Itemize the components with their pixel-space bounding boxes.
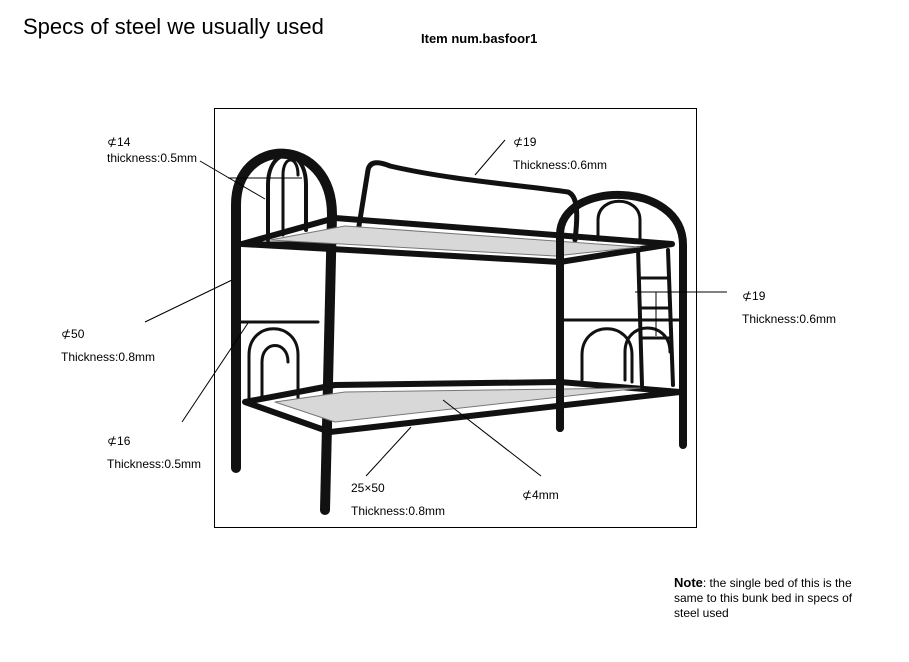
spec-mesh-diameter: ⊄4mm bbox=[522, 488, 559, 502]
spec-frame: 25×50 Thickness:0.8mm bbox=[351, 477, 445, 523]
top-guard-rail bbox=[355, 160, 580, 243]
spec-lower-left-diameter: ⊄16 bbox=[107, 434, 131, 448]
spec-post-diameter: ⊄50 bbox=[61, 327, 85, 341]
spec-top-rail: ⊄19 Thickness:0.6mm bbox=[513, 131, 607, 177]
spec-right-ladder: ⊄19 Thickness:0.6mm bbox=[742, 285, 836, 331]
spec-post: ⊄50 Thickness:0.8mm bbox=[61, 323, 155, 369]
right-headboard-inner-arch bbox=[596, 199, 642, 242]
right-lower-arch-2 bbox=[623, 326, 672, 382]
callout-line-post bbox=[144, 279, 233, 323]
spec-top-rail-diameter: ⊄19 bbox=[513, 135, 537, 149]
ladder-right-rail bbox=[666, 248, 675, 387]
spec-right-ladder-thickness: Thickness:0.6mm bbox=[742, 312, 837, 326]
bunk-bed-photo-frame bbox=[214, 108, 697, 528]
left-headboard-inner-arch-2 bbox=[281, 158, 300, 237]
spec-lower-left: ⊄16 Thickness:0.5mm bbox=[107, 430, 201, 476]
spec-top-rail-thickness: Thickness:0.6mm bbox=[513, 158, 608, 172]
left-headboard-inner-arch bbox=[266, 153, 308, 242]
note: Note: the single bed of this is the same… bbox=[674, 575, 874, 621]
callout-line-lower-left bbox=[181, 322, 249, 423]
bottom-bunk-frame bbox=[242, 379, 683, 435]
spec-lower-left-thickness: Thickness:0.5mm bbox=[107, 457, 202, 471]
left-footboard-lower-arch bbox=[247, 327, 300, 407]
spec-top-left: ⊄14 thickness:0.5mm bbox=[107, 132, 197, 164]
item-number: Item num.basfoor1 bbox=[421, 31, 538, 46]
top-bunk-mesh bbox=[269, 225, 641, 257]
bottom-bunk-mesh bbox=[274, 387, 641, 423]
left-footboard-lower-arch-2 bbox=[260, 344, 290, 402]
spec-post-thickness: Thickness:0.8mm bbox=[61, 350, 156, 364]
note-label: Note bbox=[674, 575, 703, 590]
callout-line-top-rail bbox=[474, 139, 506, 176]
callout-line-mesh bbox=[442, 399, 542, 477]
note-text: : the single bed of this is the same to … bbox=[674, 576, 853, 620]
page-title: Specs of steel we usually used bbox=[23, 14, 324, 39]
spec-top-left-diameter: ⊄14 bbox=[107, 135, 131, 149]
ladder-left-rail bbox=[636, 246, 644, 387]
right-headboard-arch bbox=[556, 191, 687, 449]
right-lower-arch bbox=[580, 327, 634, 384]
top-bunk-frame bbox=[239, 215, 675, 265]
spec-top-left-thickness: thickness:0.5mm bbox=[107, 151, 198, 165]
callout-line-frame bbox=[365, 426, 412, 477]
spec-mesh: ⊄4mm bbox=[522, 484, 559, 507]
spec-right-ladder-diameter: ⊄19 bbox=[742, 289, 766, 303]
spec-frame-size: 25×50 bbox=[351, 481, 385, 495]
callout-line-top-left bbox=[199, 160, 266, 200]
callout-lines bbox=[144, 139, 727, 477]
spec-frame-thickness: Thickness:0.8mm bbox=[351, 504, 446, 518]
bunk-bed-drawing bbox=[231, 148, 687, 515]
